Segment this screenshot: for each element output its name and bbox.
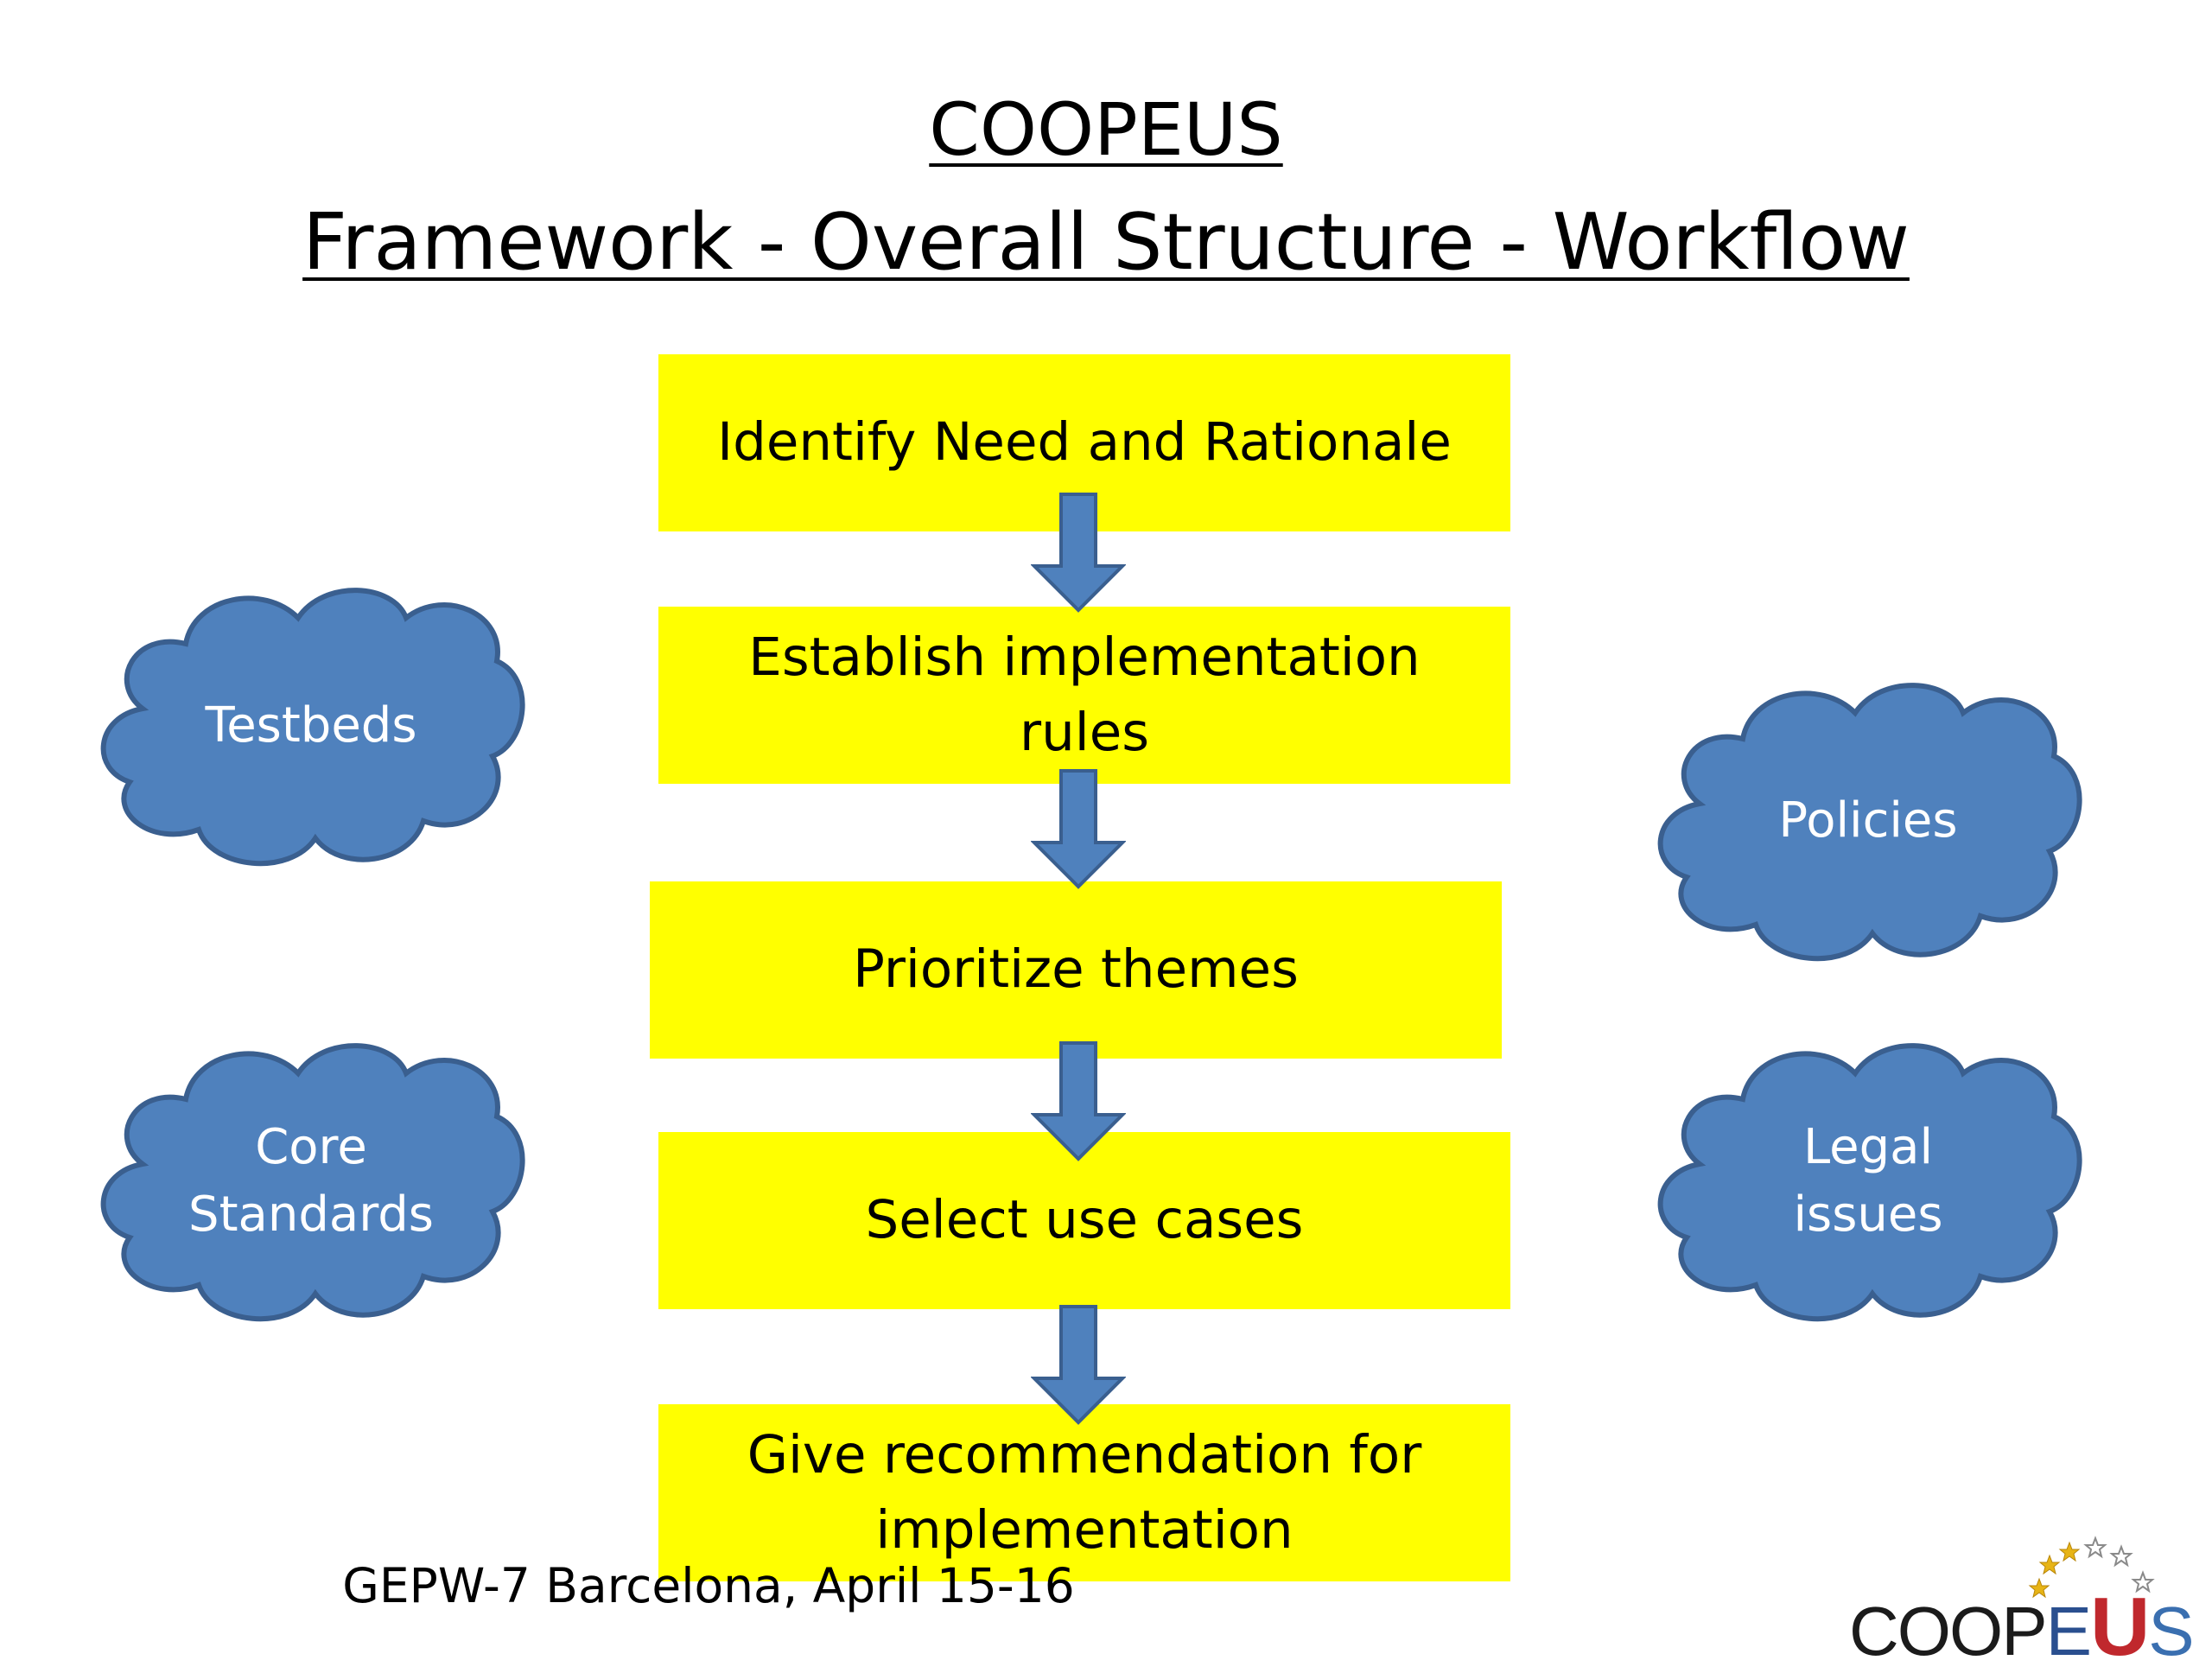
cloud-label: Legal issues: [1793, 1118, 1943, 1243]
down-arrow-icon: [1031, 1041, 1126, 1162]
cloud-label: Core Standards: [188, 1118, 434, 1243]
page-title: COOPEUS: [929, 87, 1283, 172]
cloud-core-standards: Core Standards: [91, 1034, 531, 1328]
coopeus-logo: COOPEUS: [1832, 1525, 2195, 1669]
cloud-icon: [1657, 683, 2082, 962]
workflow-step-prioritize-themes: Prioritize themes: [650, 881, 1502, 1059]
cloud-testbeds: Testbeds: [91, 579, 531, 873]
cloud-icon: [1657, 1043, 2082, 1322]
workflow-step-select-use-cases: Select use cases: [658, 1132, 1510, 1309]
workflow-step-give-recommendation: Give recommendation for implementation: [658, 1404, 1510, 1581]
logo-wordmark: COOPEUS: [1849, 1581, 2195, 1673]
cloud-policies: Policies: [1648, 674, 2088, 968]
workflow-step-establish-rules: Establish implementation rules: [658, 607, 1510, 784]
down-arrow-icon: [1031, 1305, 1126, 1426]
cloud-icon: [100, 588, 525, 867]
cloud-label: Testbeds: [205, 697, 417, 754]
footer-text: GEPW-7 Barcelona, April 15-16: [342, 1558, 1075, 1613]
cloud-legal-issues: Legal issues: [1648, 1034, 2088, 1328]
cloud-label: Policies: [1778, 792, 1958, 849]
down-arrow-icon: [1031, 769, 1126, 890]
down-arrow-icon: [1031, 493, 1126, 614]
cloud-icon: [100, 1043, 525, 1322]
page-subtitle: Framework - Overall Structure - Workflow: [302, 197, 1910, 288]
stars-icon: [2028, 1536, 2155, 1599]
